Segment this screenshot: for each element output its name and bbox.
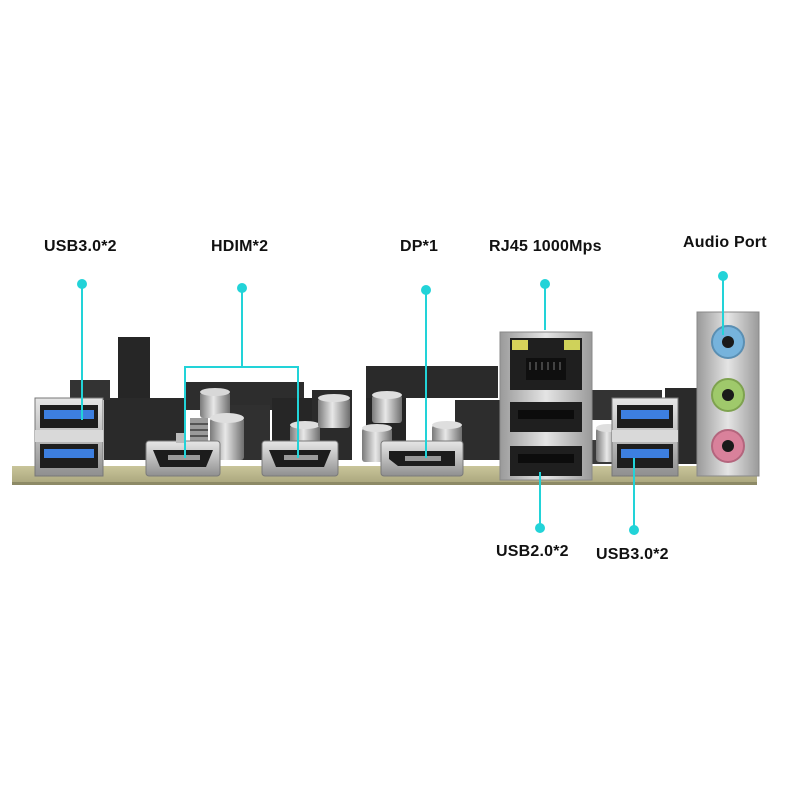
audio-panel (696, 311, 760, 477)
label-dp: DP*1 (400, 238, 439, 255)
displayport (380, 440, 464, 477)
label-audio-port: Audio Port (683, 234, 767, 251)
label-rj45: RJ45 1000Mps (489, 238, 602, 255)
usb3-stack-right (611, 397, 679, 477)
callouts (81, 276, 724, 530)
callout-dot (77, 279, 87, 289)
callout-dot (629, 525, 639, 535)
label-hdmi: HDIM*2 (211, 238, 269, 255)
callout-dot (237, 283, 247, 293)
callout-dot (540, 279, 550, 289)
callout-dot (718, 271, 728, 281)
callout-dots (77, 271, 728, 535)
usb3-stack-left (34, 397, 104, 477)
pcb-edge (12, 482, 757, 485)
callout-hdmi-bracket (184, 366, 299, 458)
hdmi-port-2 (261, 440, 339, 477)
callout-dot (421, 285, 431, 295)
callout-dot (535, 523, 545, 533)
rj45-usb2-stack (499, 331, 593, 481)
label-usb30-left: USB3.0*2 (44, 238, 117, 255)
label-usb30-right: USB3.0*2 (596, 546, 669, 563)
label-usb20: USB2.0*2 (496, 543, 569, 560)
